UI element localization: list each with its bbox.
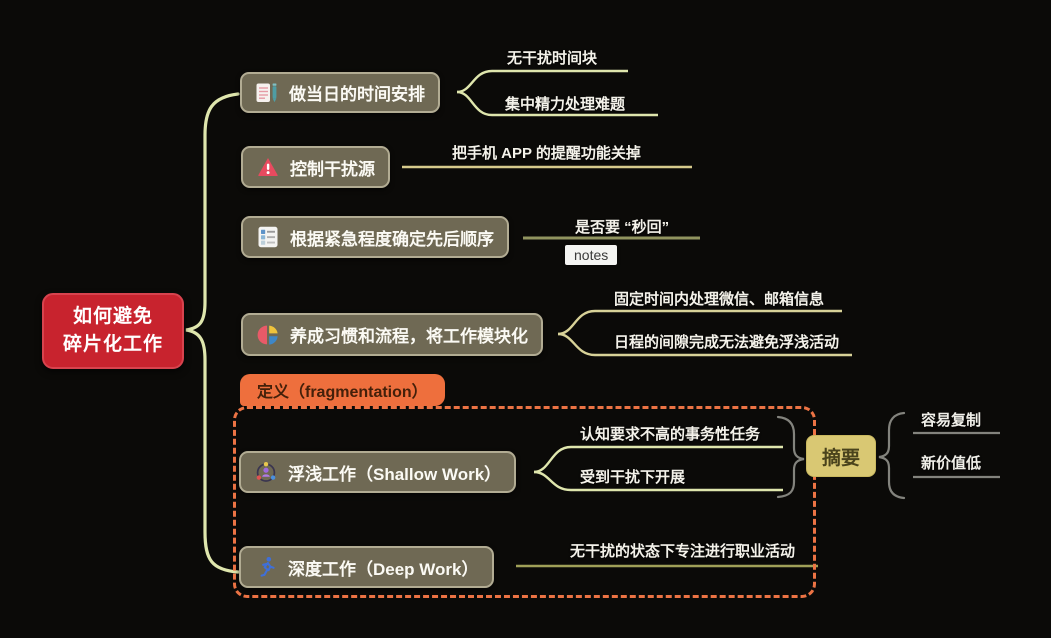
root-brace-connector (185, 92, 240, 574)
branch4-child1-connector (557, 309, 842, 336)
topic-label: 做当日的时间安排 (289, 85, 425, 104)
branch5-child1-connector (533, 445, 783, 474)
document-pen-icon (255, 81, 279, 105)
checklist-icon (256, 225, 280, 249)
topic-label: 控制干扰源 (290, 159, 375, 179)
branch5-child2-connector (533, 470, 783, 492)
topic-label: 深度工作（Deep Work） (288, 559, 479, 579)
definition-group-border (233, 406, 816, 598)
topic-label: 养成习惯和流程，将工作模块化 (290, 327, 528, 346)
notes-badge[interactable]: notes (565, 245, 618, 265)
topic-node-shallow-work[interactable]: 浮浅工作（Shallow Work） (239, 451, 517, 493)
root-title-line1: 如何避免 (72, 306, 153, 328)
subtopic-gaps-for-shallow-tasks[interactable]: 日程的间隙完成无法避免浮浅活动 (614, 334, 840, 351)
summary-label: 摘要 (821, 447, 860, 469)
person-network-icon (254, 460, 278, 484)
subtopic-turn-off-app-notifications[interactable]: 把手机 APP 的提醒功能关掉 (452, 145, 641, 162)
branch4-child2-connector (557, 332, 852, 357)
definition-group-label: 定义（fragmentation） (257, 384, 428, 401)
warning-triangle-icon (256, 155, 280, 179)
topic-label: 根据紧急程度确定先后顺序 (290, 229, 494, 249)
topic-node-control-distractions[interactable]: 控制干扰源 (241, 146, 390, 188)
root-topic-node[interactable]: 如何避免 碎片化工作 (42, 293, 184, 369)
topic-node-prioritize-by-urgency[interactable]: 根据紧急程度确定先后顺序 (241, 216, 509, 258)
branch1-child2-connector (456, 90, 658, 117)
branch1-child1-connector (456, 69, 628, 94)
subtopic-focus-hard-problems[interactable]: 集中精力处理难题 (505, 96, 626, 113)
topic-node-deep-work[interactable]: 深度工作（Deep Work） (239, 546, 494, 588)
subtopic-done-while-distracted[interactable]: 受到干扰下开展 (580, 469, 686, 486)
running-person-icon (254, 555, 278, 579)
topic-node-build-habits-modularize[interactable]: 养成习惯和流程，将工作模块化 (241, 313, 543, 356)
summary-child-easy-to-copy[interactable]: 容易复制 (921, 412, 982, 429)
subtopic-focused-professional-activity[interactable]: 无干扰的状态下专注进行职业活动 (570, 543, 796, 560)
summary-node[interactable]: 摘要 (806, 435, 876, 477)
summary-left-brace (776, 415, 805, 499)
subtopic-low-cognitive-tasks[interactable]: 认知要求不高的事务性任务 (580, 426, 761, 443)
definition-group-tab[interactable]: 定义（fragmentation） (240, 374, 445, 406)
pie-chart-icon (256, 323, 280, 347)
topic-label: 浮浅工作（Shallow Work） (288, 464, 502, 484)
subtopic-no-interruption-block[interactable]: 无干扰时间块 (507, 50, 598, 67)
topic-node-daily-schedule[interactable]: 做当日的时间安排 (240, 72, 440, 113)
subtopic-fixed-time-messages[interactable]: 固定时间内处理微信、邮箱信息 (614, 291, 825, 308)
subtopic-instant-reply-question[interactable]: 是否要 “秒回” (575, 219, 670, 236)
summary-right-brace (878, 411, 906, 500)
root-title-line2: 碎片化工作 (62, 334, 163, 355)
summary-child-low-new-value[interactable]: 新价值低 (921, 455, 982, 472)
